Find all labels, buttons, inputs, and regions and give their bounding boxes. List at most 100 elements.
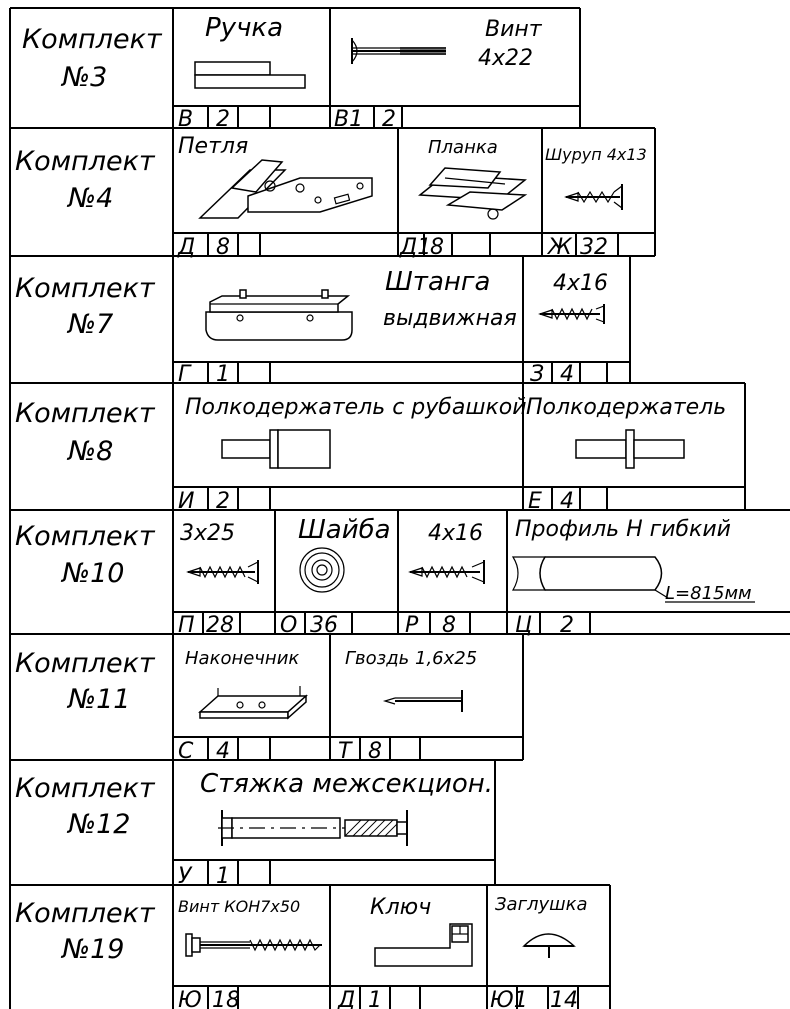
kit-4: Комплект №4 Петля Планка Шуруп 4х13 bbox=[9, 127, 656, 260]
part-code: Д bbox=[337, 988, 355, 1009]
kit-number: №3 bbox=[60, 62, 107, 93]
part-code: Ю1 bbox=[490, 988, 528, 1009]
part-qty: 4 bbox=[560, 489, 574, 514]
part-name: Ручка bbox=[205, 13, 283, 43]
part-name: 4х16 bbox=[428, 521, 483, 546]
part-qty: 8 bbox=[368, 739, 382, 764]
part-qty: 28 bbox=[206, 613, 234, 638]
part-name: Винт КОН7х50 bbox=[178, 897, 300, 916]
part-size: 4x22 bbox=[478, 46, 533, 71]
washer-icon bbox=[299, 547, 345, 593]
kit-label: Комплект bbox=[22, 24, 163, 55]
cover-cap-icon bbox=[522, 933, 576, 958]
kit-number: №19 bbox=[60, 934, 124, 965]
kit-number: №7 bbox=[66, 309, 113, 340]
part-name: Ключ bbox=[370, 895, 431, 920]
part-name: Винт bbox=[485, 17, 543, 42]
part-code: С bbox=[178, 739, 194, 764]
kit-label: Комплект bbox=[15, 898, 156, 929]
part-name-line2: выдвижная bbox=[383, 306, 517, 331]
part-name: Шуруп 4х13 bbox=[545, 145, 647, 164]
part-name: Профиль Н гибкий bbox=[515, 517, 731, 542]
part-code: В1 bbox=[334, 107, 363, 132]
connector-bolt-icon bbox=[218, 810, 408, 846]
part-code: Д1 bbox=[399, 235, 431, 260]
shelf-support-icon bbox=[575, 429, 685, 469]
kit-7: Комплект №7 Штанга выдвижная 4x16 Г 1 З … bbox=[9, 256, 745, 387]
part-code: З bbox=[530, 362, 544, 387]
confirmat-screw-icon bbox=[185, 933, 322, 957]
part-qty: 4 bbox=[560, 362, 574, 387]
part-qty: 2 bbox=[382, 107, 396, 132]
part-code: В bbox=[178, 107, 193, 132]
kit-10: Комплект №10 3х25 Шайба 4х16 Профиль Н г… bbox=[9, 510, 790, 638]
part-qty: 1 bbox=[216, 362, 230, 387]
part-code: Р bbox=[405, 613, 419, 638]
part-qty: 18 bbox=[212, 988, 240, 1009]
part-code: У bbox=[178, 864, 193, 889]
part-name: Стяжка межсекцион. bbox=[200, 769, 493, 799]
part-code: Ю bbox=[178, 988, 202, 1009]
hinge-icon bbox=[198, 159, 373, 219]
screw-icon bbox=[538, 304, 605, 324]
kit-number: №10 bbox=[60, 558, 124, 589]
screw-icon bbox=[186, 560, 259, 584]
screw-icon bbox=[408, 560, 485, 584]
part-name: Полкодержатель bbox=[526, 395, 726, 420]
part-name: Петля bbox=[178, 134, 248, 159]
mounting-plate-icon bbox=[418, 167, 528, 220]
part-qty: 32 bbox=[580, 235, 608, 260]
part-name: 4x16 bbox=[553, 271, 608, 296]
kit-number: №8 bbox=[66, 436, 113, 467]
end-cap-icon bbox=[198, 686, 308, 720]
part-name: Заглушка bbox=[495, 894, 588, 915]
part-code: И bbox=[178, 489, 194, 514]
part-qty: 1 bbox=[216, 864, 230, 889]
part-code: Т bbox=[338, 739, 353, 764]
part-name: Штанга bbox=[385, 267, 490, 297]
kit-8: Комплект №8 Полкодержатель с рубашкой По… bbox=[9, 383, 790, 514]
nail-icon bbox=[382, 690, 463, 712]
part-code: П bbox=[178, 613, 195, 638]
part-qty: 4 bbox=[216, 739, 230, 764]
profile-length: L=815мм bbox=[665, 583, 752, 604]
part-code: О bbox=[280, 613, 297, 638]
kit-12: Комплект №12 Стяжка межсекцион. У 1 bbox=[9, 760, 610, 889]
handle-icon bbox=[194, 61, 306, 89]
part-code: Д bbox=[177, 235, 195, 260]
wood-screw-icon bbox=[564, 184, 623, 210]
part-qty: 1 bbox=[368, 988, 382, 1009]
screw-icon bbox=[351, 38, 446, 64]
kit-label: Комплект bbox=[15, 273, 156, 304]
kit-number: №12 bbox=[66, 809, 130, 840]
part-qty: 14 bbox=[550, 988, 578, 1009]
kit-label: Комплект bbox=[15, 146, 156, 177]
part-qty: 8 bbox=[216, 235, 230, 260]
flexible-profile-icon bbox=[511, 556, 755, 603]
part-qty: 2 bbox=[216, 107, 230, 132]
kit-label: Комплект bbox=[15, 398, 156, 429]
kit-number: №4 bbox=[66, 183, 113, 214]
part-name: Наконечник bbox=[185, 648, 299, 669]
part-name: Полкодержатель с рубашкой bbox=[185, 395, 527, 420]
part-code: Ц bbox=[515, 613, 532, 638]
part-code: Г bbox=[178, 362, 192, 387]
part-name: Гвоздь 1,6х25 bbox=[345, 648, 477, 669]
kit-label: Комплект bbox=[15, 773, 156, 804]
part-qty: 2 bbox=[560, 613, 574, 638]
part-qty: 2 bbox=[216, 489, 230, 514]
part-qty: 8 bbox=[442, 613, 456, 638]
kit-11: Комплект №11 Наконечник Гвоздь 1,6х25 С … bbox=[9, 634, 524, 764]
extendable-rod-icon bbox=[205, 289, 353, 341]
kit-label: Комплект bbox=[15, 648, 156, 679]
kit-19: Комплект №19 Винт КОН7х50 Ключ Заглушка … bbox=[9, 885, 611, 1009]
shelf-support-sleeve-icon bbox=[221, 429, 331, 469]
part-qty: 8 bbox=[430, 235, 444, 260]
kit-number: №11 bbox=[66, 684, 130, 715]
part-code: Ж bbox=[546, 235, 573, 260]
kit-3: Комплект №3 Ручка Винт 4x22 В 2 В1 2 bbox=[9, 7, 581, 132]
part-name: Планка bbox=[428, 137, 498, 158]
part-name: 3х25 bbox=[180, 521, 235, 546]
kit-label: Комплект bbox=[15, 521, 156, 552]
